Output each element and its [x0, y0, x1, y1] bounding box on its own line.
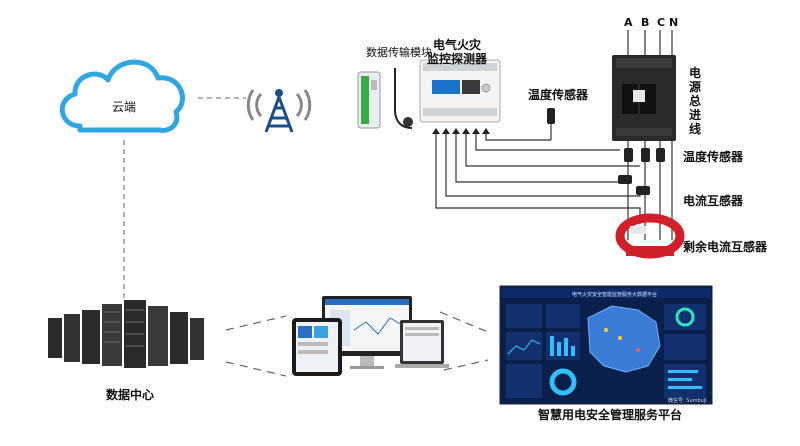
breaker-icon	[612, 55, 676, 141]
screen-wechat-tag: 微信号: Sumbuji	[668, 398, 707, 404]
current-transformer-label: 电流互感器	[683, 194, 744, 208]
detector-device	[419, 59, 501, 123]
laptop-icon	[395, 320, 449, 368]
data-module-label: 数据传输模块	[366, 46, 432, 59]
antenna-tower-icon	[246, 89, 312, 133]
detector-label-line1: 电气火灾	[433, 38, 482, 52]
residual-transformer-label: 剩余电流互感器	[683, 240, 768, 254]
platform-label: 智慧用电安全管理服务平台	[538, 408, 683, 422]
signal-wires	[435, 134, 641, 224]
current-transformer-icon	[618, 175, 650, 195]
data-module-device	[357, 71, 381, 129]
screen-title: 电气火灾安全智能监管服务大数据平台	[572, 292, 658, 298]
detector-terminals	[432, 128, 490, 134]
detector-label-line2: 监控探测器	[427, 52, 488, 66]
power-main-label: 电源总进线	[688, 66, 701, 136]
temp-sensor-probe	[547, 108, 555, 124]
phase-c-label: C	[657, 16, 666, 29]
cloud-label: 云端	[112, 100, 137, 114]
temp-sensor-right-label: 温度传感器	[683, 150, 744, 164]
flow-arrows	[225, 311, 489, 377]
temp-sensor-clips	[624, 148, 665, 162]
data-center-label: 数据中心	[106, 388, 155, 402]
phase-n-label: N	[669, 16, 679, 29]
cloud-icon	[59, 59, 185, 133]
tablet-icon	[292, 318, 342, 376]
platform-screen	[499, 285, 713, 405]
server-rack-icon	[48, 300, 204, 368]
residual-ct-icon	[615, 213, 685, 259]
phase-b-label: B	[641, 16, 650, 29]
phase-a-label: A	[624, 16, 633, 29]
temp-sensor-top-label: 温度传感器	[528, 88, 589, 102]
